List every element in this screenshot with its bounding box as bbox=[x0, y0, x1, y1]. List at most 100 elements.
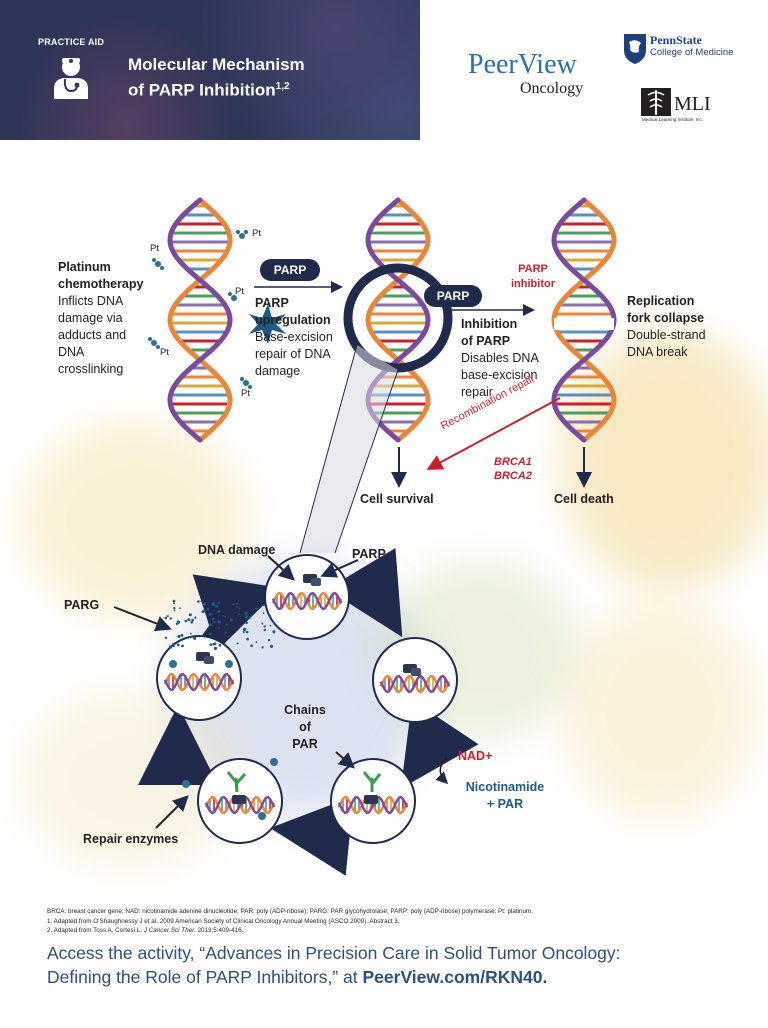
cycle-arrow bbox=[270, 796, 354, 876]
title-superscript: 1,2 bbox=[275, 81, 290, 92]
parg-dot bbox=[180, 634, 184, 637]
cycle-arrow bbox=[192, 574, 282, 651]
dna-damage-label: DNA damage bbox=[198, 543, 276, 557]
parp-inhibitor-line-2: inhibitor bbox=[511, 278, 555, 290]
parp-diagram bbox=[113, 197, 617, 876]
parg-dot bbox=[261, 622, 264, 625]
parg-dot bbox=[244, 615, 248, 619]
parp-badge: PARP bbox=[260, 259, 320, 281]
footnote-abbreviations: BRCA: breast cancer gene; NAD: nicotinam… bbox=[47, 908, 534, 915]
damage-star-icon bbox=[249, 304, 286, 344]
parg-dot bbox=[209, 623, 213, 627]
parg-dot bbox=[246, 637, 249, 641]
parg-dot bbox=[217, 610, 221, 613]
parp-upreg-desc-line: Base-excision bbox=[255, 330, 333, 344]
parg-dot bbox=[189, 635, 192, 639]
parg-dot bbox=[197, 600, 200, 603]
parp-cycle-label: PARP bbox=[352, 547, 386, 561]
magnifier-cone bbox=[300, 345, 398, 553]
parg-dot bbox=[218, 627, 220, 629]
parg-dot bbox=[172, 642, 175, 646]
parg-dot bbox=[267, 638, 271, 642]
peerview-link[interactable]: PeerView.com/RKN40. bbox=[362, 967, 548, 987]
parg-dot bbox=[261, 646, 264, 649]
parg-dot bbox=[218, 643, 222, 647]
nicotinamide-par-label: Nicotinamide + PAR bbox=[460, 779, 550, 813]
parg-dot bbox=[173, 607, 176, 610]
platinum-title-1: Platinum bbox=[58, 260, 111, 274]
doctor-icon bbox=[54, 58, 88, 99]
inhibition-title-2: of PARP bbox=[461, 334, 511, 348]
cycle-arrow bbox=[138, 705, 219, 786]
parg-dot bbox=[244, 611, 248, 615]
chains-line-2: of bbox=[299, 720, 311, 734]
dna-helix-platinum bbox=[167, 197, 233, 443]
footnote-reference-1: 1. Adapted from O’Shaughnessy J et al. 2… bbox=[47, 917, 400, 925]
parg-dot bbox=[172, 645, 175, 648]
pointer-dna-damage bbox=[267, 555, 295, 581]
arrow-recombination-repair bbox=[426, 397, 561, 470]
pt-label: Pt bbox=[160, 347, 169, 358]
parg-dot bbox=[255, 607, 258, 611]
mli-logo-text: MLI bbox=[674, 93, 711, 115]
parg-dot bbox=[168, 645, 173, 649]
inhibition-desc-line: repair bbox=[461, 385, 493, 399]
parg-dot bbox=[166, 615, 169, 618]
parg-dot bbox=[208, 632, 212, 636]
replication-desc-line: Double-strand bbox=[627, 328, 706, 342]
parg-dot bbox=[190, 620, 194, 624]
parg-dot bbox=[255, 641, 258, 644]
peerview-logo: PeerView bbox=[468, 49, 577, 80]
parg-dot bbox=[201, 610, 205, 614]
brca1-label: BRCA1 bbox=[494, 456, 532, 468]
mli-subtitle: Medical Learning Institute, Inc. bbox=[642, 117, 704, 122]
access-line-2-text: Defining the Role of PARP Inhibitors,” a… bbox=[47, 967, 363, 987]
parp-inhibition-ring bbox=[343, 263, 453, 373]
chains-of-par-label: Chains of PAR bbox=[284, 702, 326, 753]
parg-dot bbox=[236, 602, 239, 605]
repair-enzymes-label: Repair enzymes bbox=[83, 832, 179, 846]
cycle-node-parp-binding bbox=[372, 637, 458, 723]
inhibition-title-1: Inhibition bbox=[461, 317, 518, 331]
cell-survival-label: Cell survival bbox=[360, 492, 434, 506]
parg-dot bbox=[250, 644, 253, 647]
parg-dot bbox=[217, 620, 222, 624]
pennstate-subtitle: College of Medicine bbox=[650, 47, 734, 58]
parg-dot bbox=[173, 609, 176, 612]
oncology-logo-text: Oncology bbox=[520, 80, 584, 97]
replication-fork-collapse-label: Replication fork collapse Double-strand … bbox=[627, 293, 706, 361]
parg-dot bbox=[268, 615, 272, 618]
replication-title-1: Replication bbox=[627, 294, 695, 308]
parg-dot bbox=[172, 599, 176, 603]
parg-dot bbox=[209, 643, 213, 646]
parg-dot bbox=[242, 631, 245, 633]
repair-enzyme-icons bbox=[169, 660, 278, 820]
parp-upreg-title-1: PARP bbox=[255, 296, 289, 310]
nicotinamide-line-2: + PAR bbox=[486, 797, 524, 811]
parg-dot bbox=[245, 630, 249, 634]
access-line-1: Access the activity, “Advances in Precis… bbox=[47, 943, 621, 963]
inhibition-of-parp-label: Inhibition of PARP Disables DNA base-exc… bbox=[461, 316, 539, 401]
parg-dot bbox=[211, 602, 216, 606]
mli-caduceus-icon bbox=[641, 88, 671, 116]
pt-molecules bbox=[148, 230, 252, 389]
replication-desc-line: DNA break bbox=[627, 345, 688, 359]
background-molecule bbox=[560, 600, 760, 820]
brca2-label: BRCA2 bbox=[494, 470, 532, 482]
pennstate-logo-text: PennState bbox=[650, 33, 702, 47]
parg-dot bbox=[272, 621, 275, 624]
cycle-arrow bbox=[400, 699, 479, 789]
parp-inhibitor-label: PARP inhibitor bbox=[510, 262, 556, 292]
background-molecule bbox=[560, 330, 768, 590]
pt-label: Pt bbox=[241, 388, 250, 399]
parg-dot bbox=[235, 605, 238, 608]
access-activity-text: Access the activity, “Advances in Precis… bbox=[47, 941, 767, 989]
parp-upregulation-label: PARP upregulation Base-excision repair o… bbox=[255, 295, 333, 380]
nad-curved-arrow bbox=[435, 757, 449, 785]
parg-dot bbox=[212, 642, 216, 646]
parg-dot bbox=[217, 602, 220, 605]
platinum-title-2: chemotherapy bbox=[58, 277, 144, 291]
parg-dot bbox=[237, 613, 240, 615]
parg-dot bbox=[224, 615, 227, 618]
parg-dot bbox=[229, 618, 233, 622]
